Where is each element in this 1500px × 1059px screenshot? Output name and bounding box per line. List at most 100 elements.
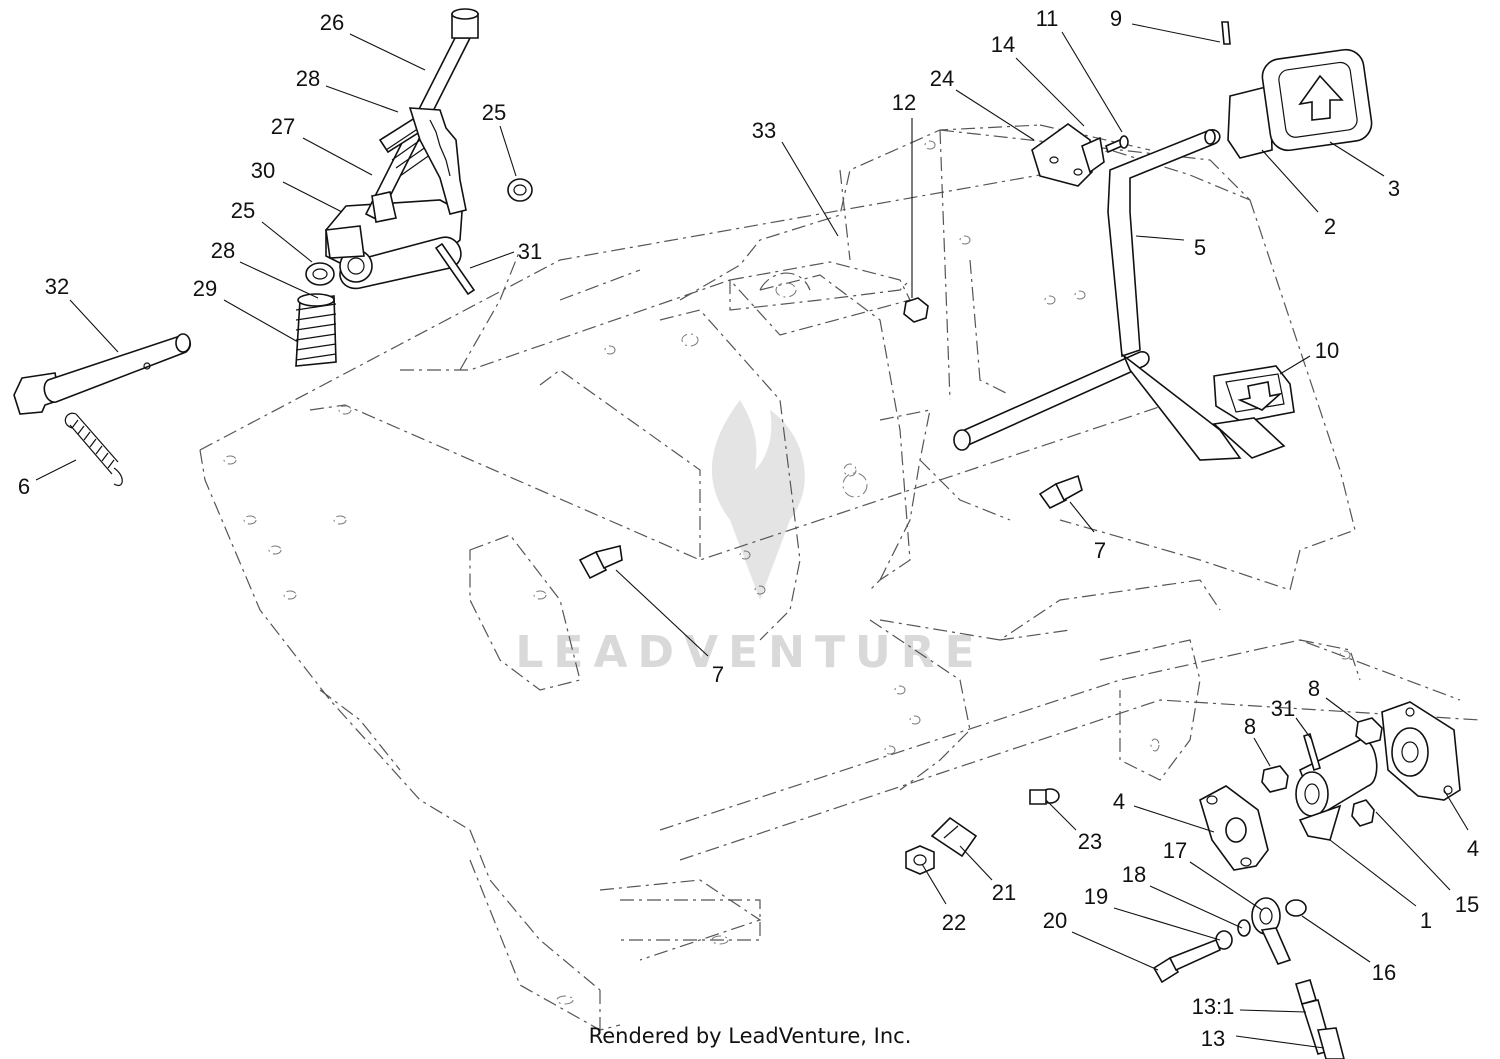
leader-line-c32 [69,299,119,353]
rod-end-17 [1251,897,1292,965]
footer-credit: Rendered by LeadVenture, Inc. [588,1024,912,1048]
callout-label-c25b: 25 [231,198,255,223]
watermark: LEADVENTURE [515,400,984,678]
leader-line-c31a [469,251,515,269]
callout-label-c6: 6 [18,474,30,499]
leader-line-c4b [1443,789,1469,831]
leader-line-c14 [1015,57,1085,127]
frame-holes [223,140,1351,1005]
callout-label-c19: 19 [1084,884,1108,909]
clip-21 [930,816,978,858]
leader-line-c28b [239,261,319,299]
leader-line-c16 [1301,915,1371,963]
frame-outline [199,124,1481,1031]
callout-label-c28a: 28 [296,66,320,91]
callout-label-c16: 16 [1372,960,1396,985]
callout-label-c21: 21 [992,880,1016,905]
leader-line-c8b [1253,737,1271,767]
leader-line-c7a [1069,501,1095,533]
callout-label-c8a: 8 [1308,676,1320,701]
callout-label-c7b: 7 [712,662,724,687]
callout-label-c25a: 25 [482,100,506,125]
leader-line-c13_1 [1239,1009,1307,1013]
callout-label-c2: 2 [1324,214,1336,239]
callout-label-c13: 13 [1201,1026,1225,1051]
callout-label-c14: 14 [991,32,1015,57]
compression-spring-29 [295,293,337,367]
callout-label-c8b: 8 [1244,714,1256,739]
leader-line-c9 [1131,23,1221,43]
cable-13 [1295,979,1345,1059]
callout-label-c32: 32 [45,274,69,299]
leader-lines [35,23,1469,1049]
leader-line-c3 [1329,141,1385,177]
bolt-7-upper [1038,474,1083,510]
leader-line-c4a [1133,805,1215,833]
leader-line-c31b [1295,717,1313,741]
callout-label-c3: 3 [1388,176,1400,201]
callout-label-c23: 23 [1078,829,1102,854]
callout-label-c9: 9 [1110,6,1122,31]
watermark-flame-logo [711,400,805,600]
bolt-11 [1105,135,1129,154]
callout-label-c13_1: 13:1 [1192,994,1235,1019]
callout-label-c11: 11 [1036,6,1059,31]
leader-line-c23 [1045,799,1077,831]
callout-label-c4a: 4 [1113,789,1125,814]
callout-label-c27: 27 [271,114,295,139]
watermark-text: LEADVENTURE [515,627,984,678]
leader-line-c6 [35,459,77,481]
leader-line-c30 [282,181,343,213]
leader-line-c27 [302,137,373,176]
callout-label-c31a: 31 [518,239,542,264]
leader-line-c25b [261,221,313,263]
flange-nut-22 [905,845,935,875]
callout-label-c31b: 31 [1271,696,1295,721]
nut-15 [1351,799,1375,827]
callout-label-c24: 24 [930,66,954,91]
flange-bearing-4-right [1381,701,1461,801]
leader-line-c10 [1279,355,1311,375]
nut-8-right [1355,717,1383,745]
callout-label-c10: 10 [1315,338,1339,363]
pedal-mount-bracket [681,261,911,347]
leader-line-c1 [1329,839,1417,907]
washer-18 [1237,919,1251,937]
extension-spring-6 [64,412,123,486]
nut-8-left [1261,765,1289,793]
bushing-25-right [507,178,533,202]
callout-label-c5: 5 [1194,235,1206,260]
leader-line-c20 [1071,931,1159,971]
leader-line-c24 [955,89,1035,141]
callout-label-c20: 20 [1043,908,1067,933]
callout-label-c28b: 28 [211,238,235,263]
leader-line-c11 [1061,31,1123,133]
bracket-24 [1031,123,1093,187]
bolt-20 [1152,938,1222,984]
callout-label-c17: 17 [1163,838,1187,863]
bushing-16 [1285,899,1307,917]
callout-label-c12: 12 [892,90,916,115]
down-arrow-icon [1237,381,1283,411]
pin-9 [1221,21,1231,45]
callout-label-c22: 22 [942,910,966,935]
pivot-tube-1 [1295,739,1378,841]
leader-line-c33 [781,141,839,237]
nut-12 [903,297,929,323]
leader-line-c13 [1235,1035,1325,1049]
callout-label-c1: 1 [1420,908,1432,933]
leader-line-c2 [1261,149,1319,213]
callout-label-c26: 26 [320,10,344,35]
latch-plate-27 [408,107,467,215]
leader-line-c18 [1149,885,1243,929]
leader-line-c8a [1325,697,1359,723]
pivot-shaft-32 [13,333,192,415]
callout-label-c7a: 7 [1094,538,1106,563]
callout-label-c33: 33 [752,118,776,143]
leader-line-c22 [921,863,947,905]
latch-assembly-30 [325,199,463,290]
callout-label-c4b: 4 [1467,836,1479,861]
callout-label-c18: 18 [1122,862,1146,887]
reverse-pedal-10 [1212,365,1295,459]
